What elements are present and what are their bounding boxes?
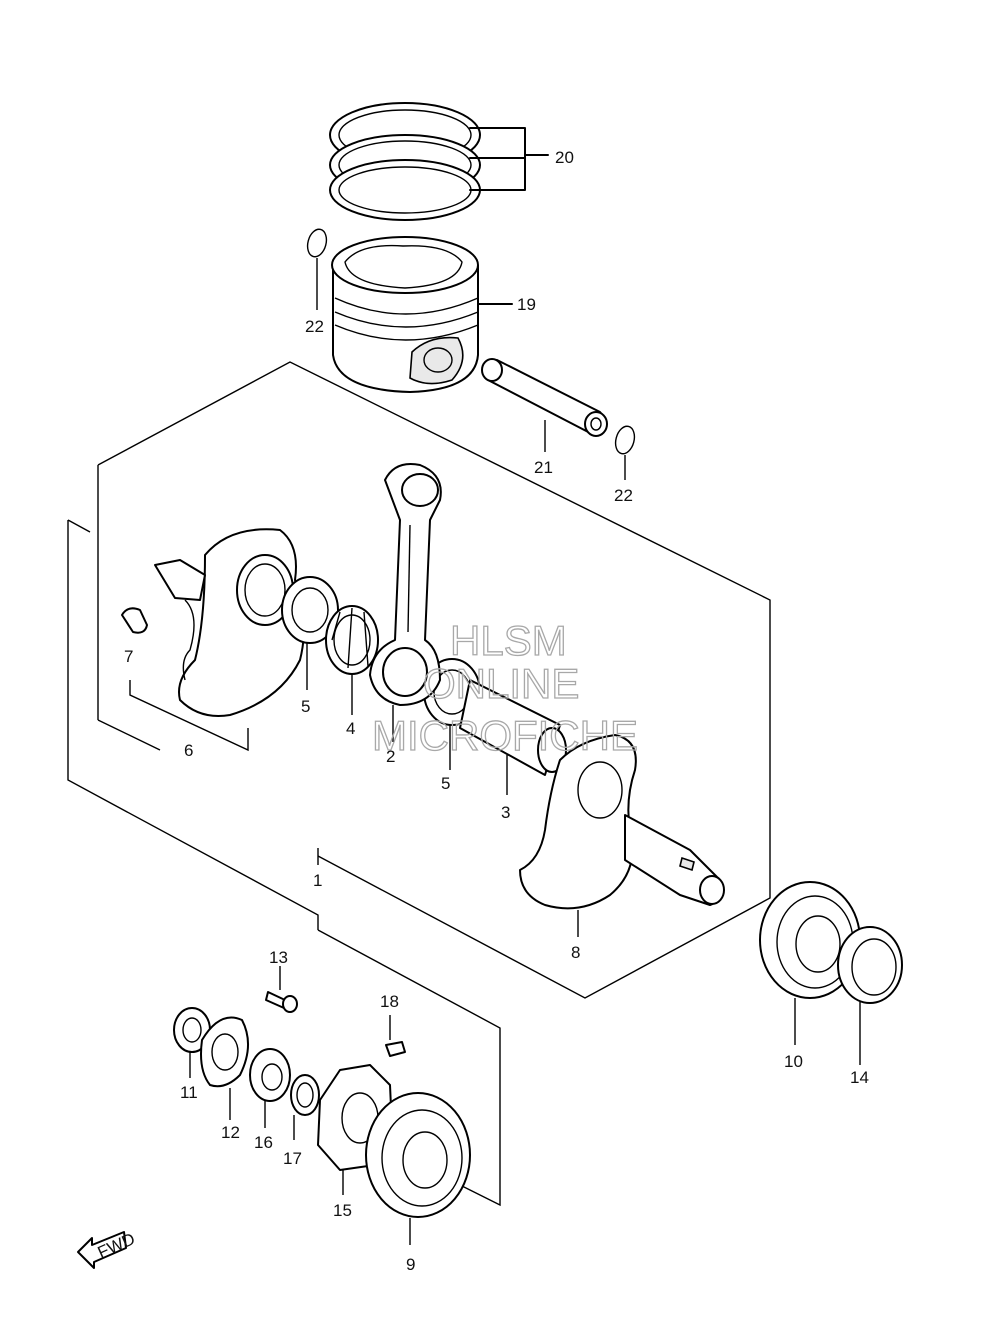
thrust-washer-left[interactable] — [281, 576, 339, 690]
callout-3[interactable]: 3 — [501, 803, 510, 822]
needle-bearing[interactable] — [325, 605, 379, 715]
crankshaft-assembly-bracket — [67, 361, 771, 1207]
callout-4[interactable]: 4 — [346, 719, 355, 738]
callout-8[interactable]: 8 — [571, 943, 580, 962]
callout-22-right[interactable]: 22 — [614, 486, 633, 505]
callout-20[interactable]: 20 — [555, 148, 574, 167]
callout-22-left[interactable]: 22 — [305, 317, 324, 336]
callout-19[interactable]: 19 — [517, 295, 536, 314]
circlip-right[interactable] — [613, 424, 638, 480]
piston-rings[interactable] — [329, 102, 549, 221]
callout-21[interactable]: 21 — [534, 458, 553, 477]
callout-17[interactable]: 17 — [283, 1149, 302, 1168]
watermark-line-2: ONLINE — [423, 660, 579, 707]
callout-14[interactable]: 14 — [850, 1068, 869, 1087]
connecting-rod[interactable] — [369, 463, 442, 742]
callout-2[interactable]: 2 — [386, 747, 395, 766]
piston-pin[interactable] — [481, 358, 608, 452]
gear-key[interactable] — [385, 1015, 406, 1057]
callout-13[interactable]: 13 — [269, 948, 288, 967]
callout-10[interactable]: 10 — [784, 1052, 803, 1071]
crank-web-right[interactable] — [519, 734, 725, 937]
callout-6[interactable]: 6 — [184, 741, 193, 760]
retainer-nut[interactable] — [837, 926, 903, 1065]
spacer[interactable] — [249, 1048, 291, 1128]
callout-16[interactable]: 16 — [254, 1133, 273, 1152]
watermark-line-3: MICROFICHE — [372, 712, 638, 759]
callout-18[interactable]: 18 — [380, 992, 399, 1011]
callout-5-right[interactable]: 5 — [441, 774, 450, 793]
retainer-plate[interactable] — [200, 1016, 249, 1121]
callout-7[interactable]: 7 — [124, 647, 133, 666]
watermark: HLSM ONLINE MICROFICHE — [371, 616, 638, 759]
screw[interactable] — [265, 966, 298, 1013]
crank-web-left[interactable] — [129, 528, 305, 752]
bearing-left[interactable] — [365, 1092, 471, 1245]
callout-9[interactable]: 9 — [406, 1255, 415, 1274]
washer[interactable] — [290, 1074, 320, 1140]
forward-arrow-icon: FWD — [77, 1229, 138, 1269]
piston[interactable] — [331, 236, 513, 393]
watermark-line-1: HLSM — [450, 617, 567, 664]
circlip-left[interactable] — [305, 227, 330, 310]
callout-1[interactable]: 1 — [313, 871, 322, 890]
callout-11[interactable]: 11 — [180, 1083, 198, 1102]
callout-15[interactable]: 15 — [333, 1201, 352, 1220]
callout-5-left[interactable]: 5 — [301, 697, 310, 716]
bearing-right[interactable] — [759, 881, 861, 1045]
crank-key[interactable] — [121, 607, 148, 634]
callout-12[interactable]: 12 — [221, 1123, 240, 1142]
callout-labels: 1 2 3 4 5 5 6 7 8 9 10 11 12 13 14 15 16… — [124, 148, 869, 1274]
